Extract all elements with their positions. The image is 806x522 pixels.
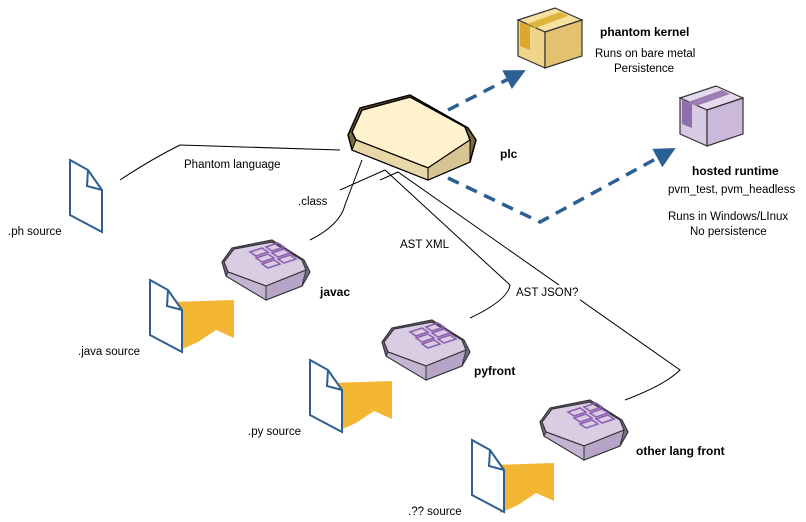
- edge-phantom-language: [119, 144, 341, 181]
- edge-class: [309, 159, 363, 241]
- arrow-plc-to-hosted: [447, 147, 676, 224]
- java-source-folder-icon: [172, 300, 234, 350]
- hosted-runtime-line2: Runs in Windows/LInux: [668, 211, 788, 223]
- plc-block: [347, 94, 477, 181]
- javac-label: javac: [319, 285, 350, 299]
- phantom-kernel-label: phantom kernel: [600, 25, 689, 39]
- hosted-runtime-line3: No persistence: [690, 226, 767, 238]
- pyfront-label: pyfront: [474, 364, 515, 378]
- ph-source-label: .ph source: [8, 226, 62, 238]
- pyfront-chip-icon: [381, 319, 471, 381]
- other-lang-front-label: other lang front: [636, 444, 725, 458]
- hosted-runtime-box-icon: [678, 85, 745, 147]
- hosted-runtime-label: hosted runtime: [692, 164, 779, 178]
- edge-label-phantom-language: Phantom language: [184, 159, 281, 171]
- unknown-source-label: .?? source: [408, 506, 462, 518]
- java-source-document-icon: [149, 278, 183, 354]
- edge-label-class: .class: [298, 196, 328, 208]
- phantom-kernel-line1: Runs on bare metal: [595, 48, 695, 60]
- py-source-document-icon: [309, 358, 343, 434]
- plc-label: plc: [500, 147, 518, 161]
- java-source-label: .java source: [78, 346, 140, 358]
- unknown-source-folder-icon: [490, 463, 554, 513]
- edge-label-ast-json: AST JSON?: [516, 287, 578, 299]
- unknown-source-document-icon: [471, 438, 505, 514]
- edge-label-ast-xml: AST XML: [400, 239, 450, 251]
- edge-ast-xml: [339, 169, 511, 319]
- hosted-runtime-line1: pvm_test, pvm_headless: [668, 184, 795, 196]
- javac-chip-icon: [221, 239, 311, 301]
- phantom-kernel-box-icon: [516, 7, 584, 69]
- edge-ast-json: [379, 171, 681, 401]
- ph-source-document-icon: [69, 158, 103, 234]
- phantom-kernel-line2: Persistence: [614, 63, 674, 75]
- py-source-label: .py source: [248, 426, 301, 438]
- arrow-plc-to-kernel: [447, 70, 526, 112]
- py-source-folder-icon: [330, 381, 392, 431]
- other-lang-front-chip-icon: [539, 399, 629, 461]
